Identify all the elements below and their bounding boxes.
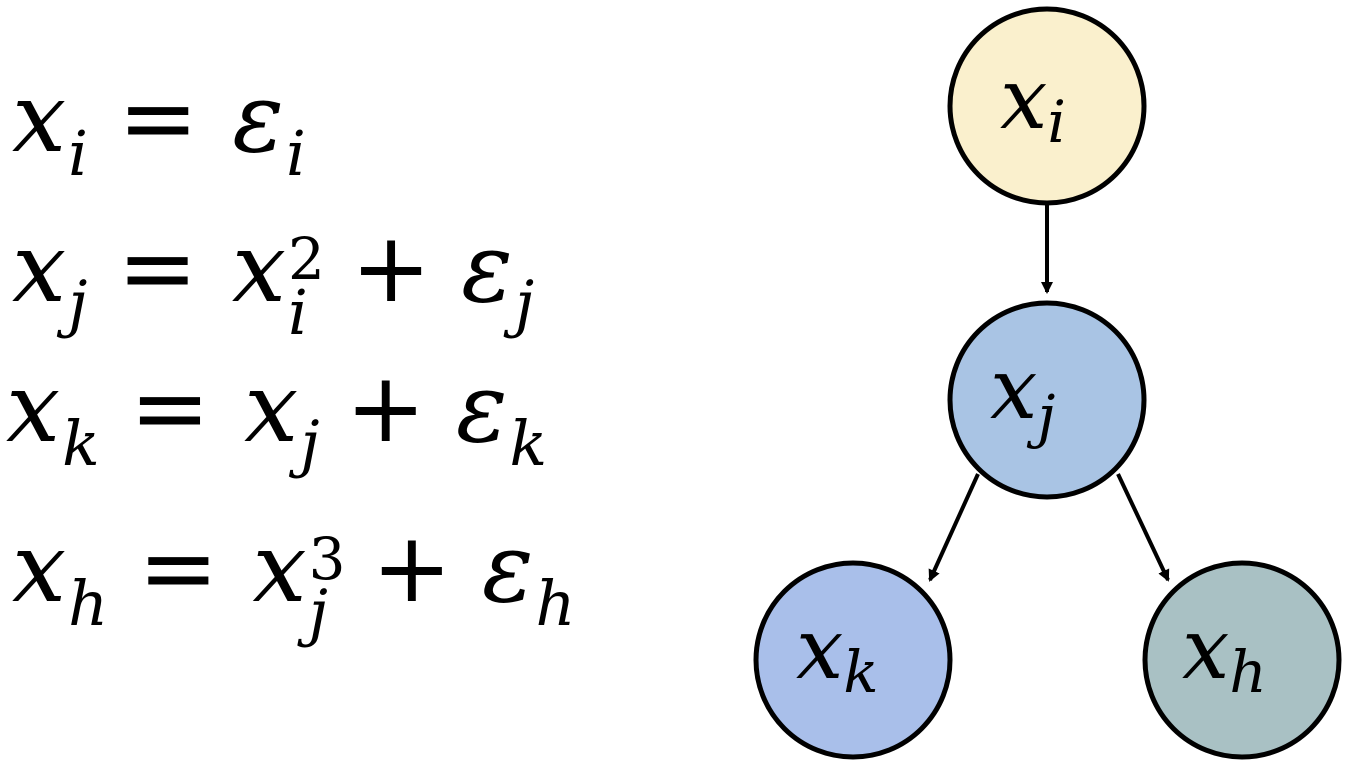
eq2-equals: =: [117, 212, 198, 324]
node-xh-circle: [1142, 560, 1342, 760]
eq4-lhs-var: x: [12, 512, 67, 624]
svg-text:xi: xi: [1000, 50, 1066, 156]
node-xh-sub: h: [1229, 638, 1266, 706]
eq3-term-sub: j: [300, 407, 320, 480]
eq1-noise-var: ε: [232, 62, 284, 174]
eq3-noise-sub: k: [509, 407, 548, 480]
edge-xj-to-xh: [1116, 473, 1170, 582]
eq4-equals: =: [138, 512, 219, 624]
eq1-lhs-sub: i: [68, 117, 88, 190]
eq4-term-var: x: [252, 512, 307, 624]
node-xk: xk: [753, 560, 953, 760]
eq2-term-exponent: 2: [287, 225, 325, 293]
eq4-term-exponent: 3: [308, 525, 346, 593]
eq3-equals: =: [129, 352, 211, 464]
eq4-noise-sub: h: [535, 567, 576, 640]
equation-xh: x h = x 3 j + ε h: [12, 520, 575, 650]
eq3-lhs-sub: k: [62, 407, 100, 480]
eq4-term-sub: j: [308, 576, 328, 649]
eq4-noise-var: ε: [482, 512, 534, 624]
eq3-plus: +: [345, 352, 426, 464]
eq2-noise-sub: j: [514, 267, 535, 340]
node-xh-var: x: [1182, 600, 1229, 698]
eq3-noise-var: ε: [455, 352, 508, 464]
eq4-plus: +: [371, 512, 452, 624]
eq3-term-var: x: [244, 352, 299, 464]
eq4-lhs-sub: h: [68, 567, 109, 640]
node-xi-circle: [947, 6, 1147, 206]
eq4-term-scripts: 3 j: [309, 530, 346, 644]
eq2-plus: +: [350, 212, 432, 324]
edge-xj-to-xk: [928, 473, 980, 582]
eq1-equals: =: [117, 62, 199, 174]
node-xj-circle: [947, 300, 1147, 500]
node-xh: xh: [1142, 560, 1342, 760]
equation-xi: x i = ε i: [12, 70, 306, 200]
node-xi: xi: [947, 6, 1147, 206]
eq2-noise-var: ε: [461, 212, 513, 324]
svg-text:xk: xk: [796, 600, 879, 706]
node-xj: xj: [947, 300, 1147, 500]
structural-equations: x i = ε i x j = x 2 i + ε j x k = x j + …: [6, 70, 575, 650]
eq1-noise-sub: i: [285, 117, 306, 190]
eq2-lhs-var: x: [12, 212, 67, 324]
eq2-term-var: x: [231, 212, 286, 324]
eq3-lhs-var: x: [6, 352, 61, 464]
svg-text:xh: xh: [1182, 600, 1267, 706]
eq1-lhs-var: x: [12, 62, 67, 174]
eq2-term-scripts: 2 i: [288, 230, 325, 344]
node-xk-circle: [753, 560, 953, 760]
eq2-term-sub: i: [287, 276, 308, 349]
equation-xj: x j = x 2 i + ε j: [12, 220, 534, 350]
node-xi-sub: i: [1047, 88, 1066, 156]
eq2-lhs-sub: j: [68, 267, 88, 340]
equation-xk: x k = x j + ε k: [6, 360, 547, 490]
node-xk-sub: k: [843, 638, 878, 706]
node-xi-var: x: [1000, 50, 1047, 148]
node-xj-var: x: [990, 340, 1037, 438]
node-xk-var: x: [796, 600, 843, 698]
